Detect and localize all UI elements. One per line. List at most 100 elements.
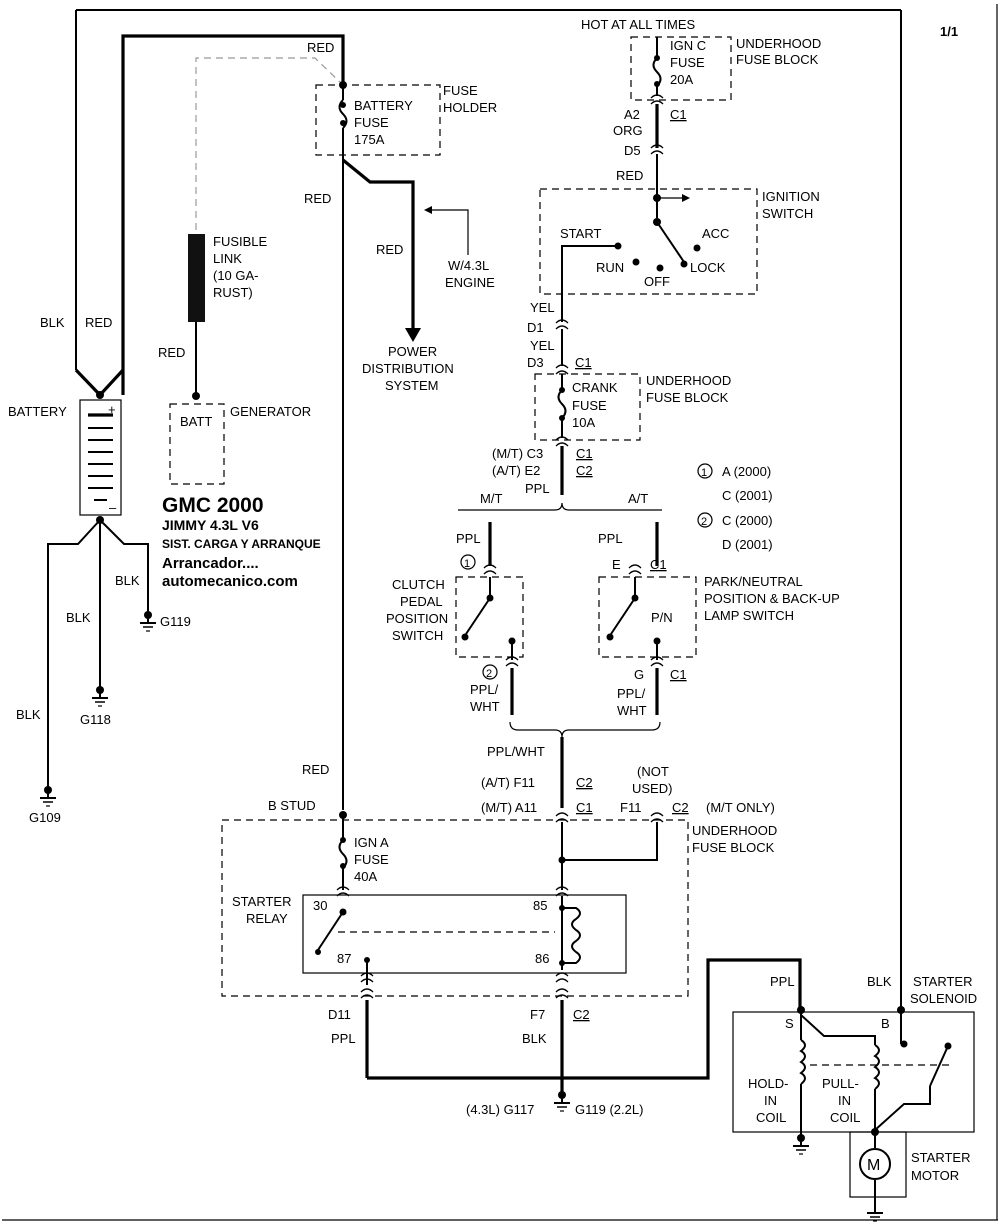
yel-2: YEL [530,338,555,353]
hold-in-2: IN [764,1093,777,1108]
pull-in-3: COIL [830,1110,860,1125]
pin-d5: D5 [624,143,641,158]
clutch-label-2: PEDAL [400,594,443,609]
label-red-pds: RED [376,242,403,257]
label-blk-g118: BLK [66,610,91,625]
label-blk-g119: BLK [115,573,140,588]
crank-ppl: PPL [525,481,550,496]
title-website: automecanico.com [162,573,298,590]
motor-symbol: M [867,1157,880,1174]
ignition-label-1: IGNITION [762,189,820,204]
crank-c1: C1 [576,446,593,461]
generator-label: GENERATOR [230,404,311,419]
crank-block-label-2: FUSE BLOCK [646,390,729,405]
crank-block-label-1: UNDERHOOD [646,373,731,388]
battery-symbol [47,368,149,790]
page-number: 1/1 [940,24,958,39]
ign-run: RUN [596,260,624,275]
split-brace-bottom [509,721,661,808]
marker-2: 2 [486,668,492,680]
relay-block-label-1: UNDERHOOD [692,823,777,838]
legend-2-number: 2 [701,516,707,528]
term-s: S [785,1016,794,1031]
label-blk-left: BLK [40,315,65,330]
fusible-link-label-4: RUST) [213,285,253,300]
pin-d3: D3 [527,355,544,370]
motor-label-2: MOTOR [911,1168,959,1183]
pin-g: G [634,667,644,682]
legend-1-number: 1 [701,467,707,479]
f11-label: F11 [620,800,641,815]
ignition-label-2: SWITCH [762,206,813,221]
c2-at: C2 [576,775,593,790]
split-at: A/T [628,491,648,506]
yel-1: YEL [530,300,555,315]
pull-in-2: IN [838,1093,851,1108]
clutch-switch [455,554,524,715]
fusible-link-label-2: LINK [213,251,242,266]
ign-off: OFF [644,274,670,289]
c1-top: C1 [670,107,687,122]
pin-87: 87 [337,951,351,966]
pin-30: 30 [313,898,327,913]
ign-c-label-2: FUSE [670,55,705,70]
pin-85: 85 [533,898,547,913]
starter-ppl: PPL [770,974,795,989]
title-note: Arrancador.... [162,555,259,572]
pin-a2: A2 [624,107,640,122]
split-brace-top [458,502,662,566]
battery-minus: – [109,500,117,515]
fusible-link [169,234,225,485]
legend-2-second: D (2001) [722,537,773,552]
solenoid-label-1: STARTER [913,974,972,989]
legend-1-second: C (2001) [722,488,773,503]
hot-at-all-times: HOT AT ALL TIMES [581,17,695,32]
blk-f7: BLK [522,1031,547,1046]
label-red-bstud: RED [302,762,329,777]
ppl-right: PPL [598,531,623,546]
label-red-top: RED [307,40,334,55]
battery-feed [121,34,469,810]
fusible-link-label-1: FUSIBLE [213,234,268,249]
battery-fuse-label-1: BATTERY [354,98,413,113]
batt-label: BATT [180,414,212,429]
not-used-1: (NOT [637,764,669,779]
ignition-switch [539,188,758,375]
legend [697,463,713,528]
ppl-wht-right-2: WHT [617,703,647,718]
term-b: B [881,1016,890,1031]
mt-only: (M/T ONLY) [706,800,775,815]
ppl-wht-joined: PPL/WHT [487,744,545,759]
crank-c2: C2 [576,463,593,478]
motor-label-1: STARTER [911,1150,970,1165]
starter-blk: BLK [867,974,892,989]
title-model: JIMMY 4.3L V6 [162,517,259,533]
starter-solenoid [732,1006,975,1222]
relay-block-label-2: FUSE BLOCK [692,840,775,855]
c1-mt: C1 [576,800,593,815]
hold-in-3: COIL [756,1110,786,1125]
label-blk-g109: BLK [16,707,41,722]
pull-in-1: PULL- [822,1076,859,1091]
ign-c-fuse [630,36,732,202]
hold-in-1: HOLD- [748,1076,788,1091]
b-stud-label: B STUD [268,798,316,813]
ign-start: START [560,226,601,241]
c2-f11: C2 [672,800,689,815]
fuse-holder-label-1: FUSE [443,83,478,98]
park-neutral-switch [598,564,697,715]
c1-d3: C1 [575,355,592,370]
org-label: ORG [613,123,643,138]
crank-fuse [534,373,641,495]
clutch-label-4: SWITCH [392,628,443,643]
mt-a11: (M/T) A11 [481,800,537,815]
split-mt: M/T [480,491,502,506]
ign-c-label-3: 20A [670,72,693,87]
battery-fuse-label-3: 175A [354,132,385,147]
c1-e: C1 [650,557,667,572]
pn-inner: P/N [651,610,673,625]
label-red-left: RED [85,315,112,330]
not-used-2: USED) [632,781,672,796]
title-system: SIST. CARGA Y ARRANQUE [162,537,321,551]
